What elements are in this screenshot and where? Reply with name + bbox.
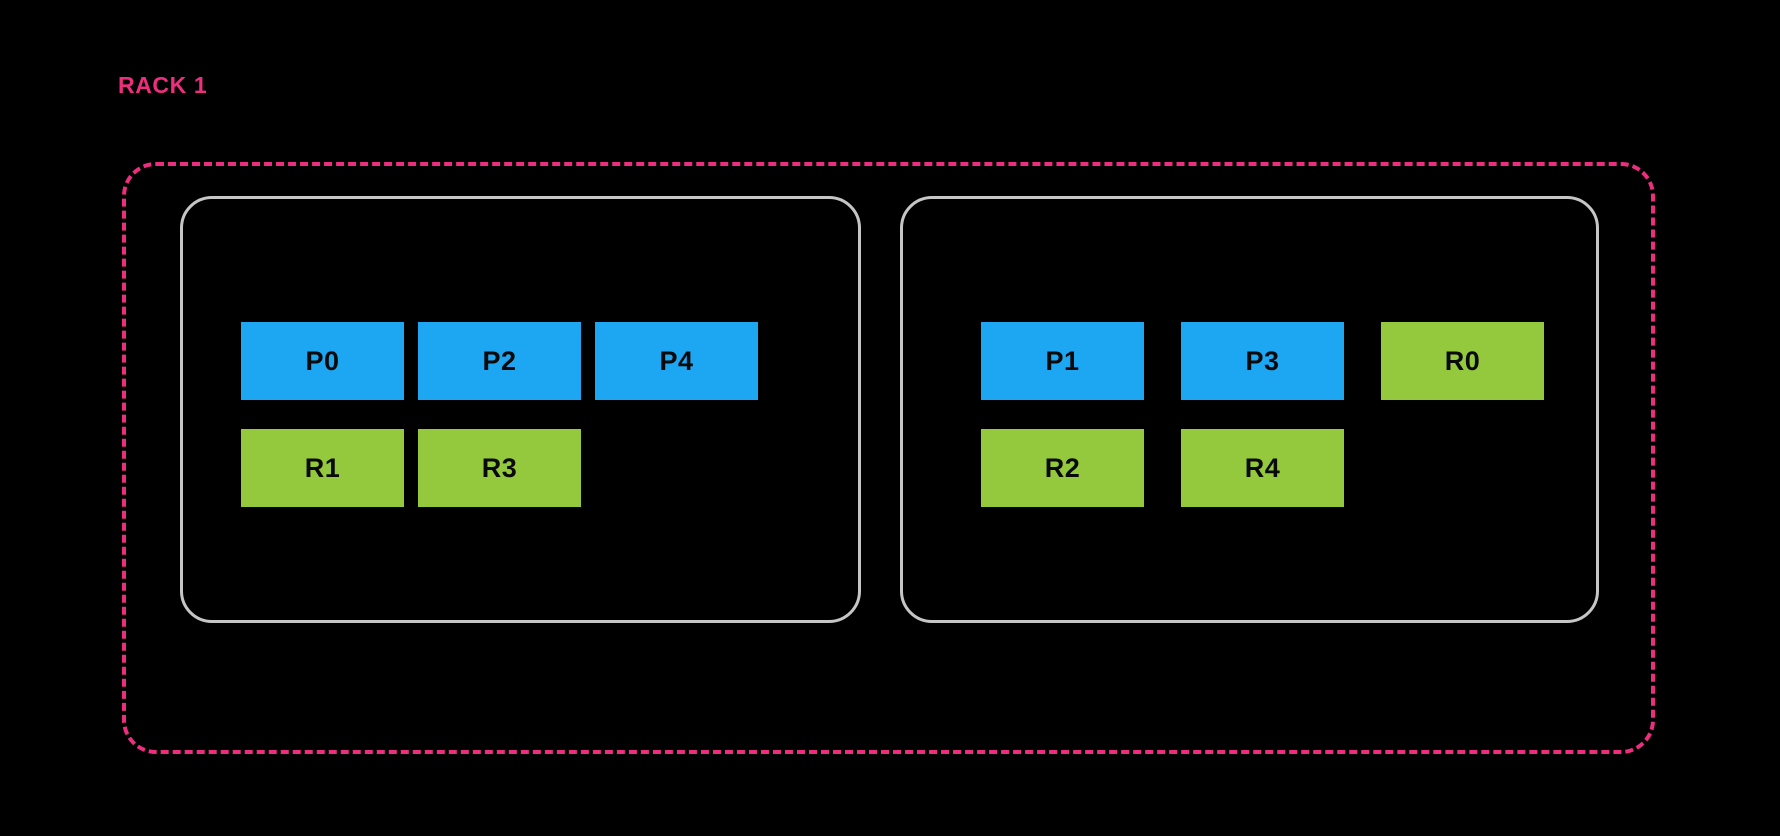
replica-chip-r3[interactable]: R3	[418, 429, 581, 507]
partition-chip-p0[interactable]: P0	[241, 322, 404, 400]
partition-chip-p4[interactable]: P4	[595, 322, 758, 400]
partition-chip-p1[interactable]: P1	[981, 322, 1144, 400]
rack-boundary	[122, 162, 1655, 754]
replica-chip-r2[interactable]: R2	[981, 429, 1144, 507]
replica-chip-r0[interactable]: R0	[1381, 322, 1544, 400]
replica-chip-r4[interactable]: R4	[1181, 429, 1344, 507]
node-box-0	[180, 196, 861, 623]
rack-label: RACK 1	[118, 72, 208, 98]
partition-chip-p2[interactable]: P2	[418, 322, 581, 400]
node-box-1	[900, 196, 1599, 623]
partition-chip-p3[interactable]: P3	[1181, 322, 1344, 400]
replica-chip-r1[interactable]: R1	[241, 429, 404, 507]
